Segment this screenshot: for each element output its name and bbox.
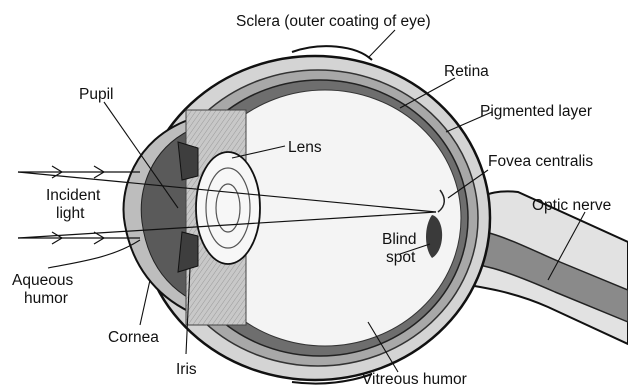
- label-incident: Incident: [46, 187, 101, 204]
- label-pigmented-layer: Pigmented layer: [480, 103, 592, 120]
- iris-upper: [178, 142, 198, 180]
- label-aqueous: Aqueous: [12, 272, 73, 289]
- label-light: light: [56, 205, 85, 222]
- label-lens: Lens: [288, 139, 322, 156]
- label-sclera: Sclera (outer coating of eye): [236, 13, 431, 30]
- label-humor: humor: [24, 290, 68, 307]
- leader-aqueous: [48, 240, 140, 268]
- iris-lower: [178, 232, 198, 272]
- label-iris: Iris: [176, 361, 197, 378]
- label-vitreous-humor: Vitreous humor: [362, 371, 467, 387]
- label-cornea: Cornea: [108, 329, 159, 346]
- label-retina: Retina: [444, 63, 489, 80]
- label-pupil: Pupil: [79, 86, 113, 103]
- label-fovea-centralis: Fovea centralis: [488, 153, 593, 170]
- leader-cornea: [140, 280, 150, 325]
- label-blind: Blind: [382, 231, 416, 248]
- leader-sclera: [368, 30, 395, 58]
- label-optic-nerve: Optic nerve: [532, 197, 611, 214]
- label-spot: spot: [386, 249, 416, 266]
